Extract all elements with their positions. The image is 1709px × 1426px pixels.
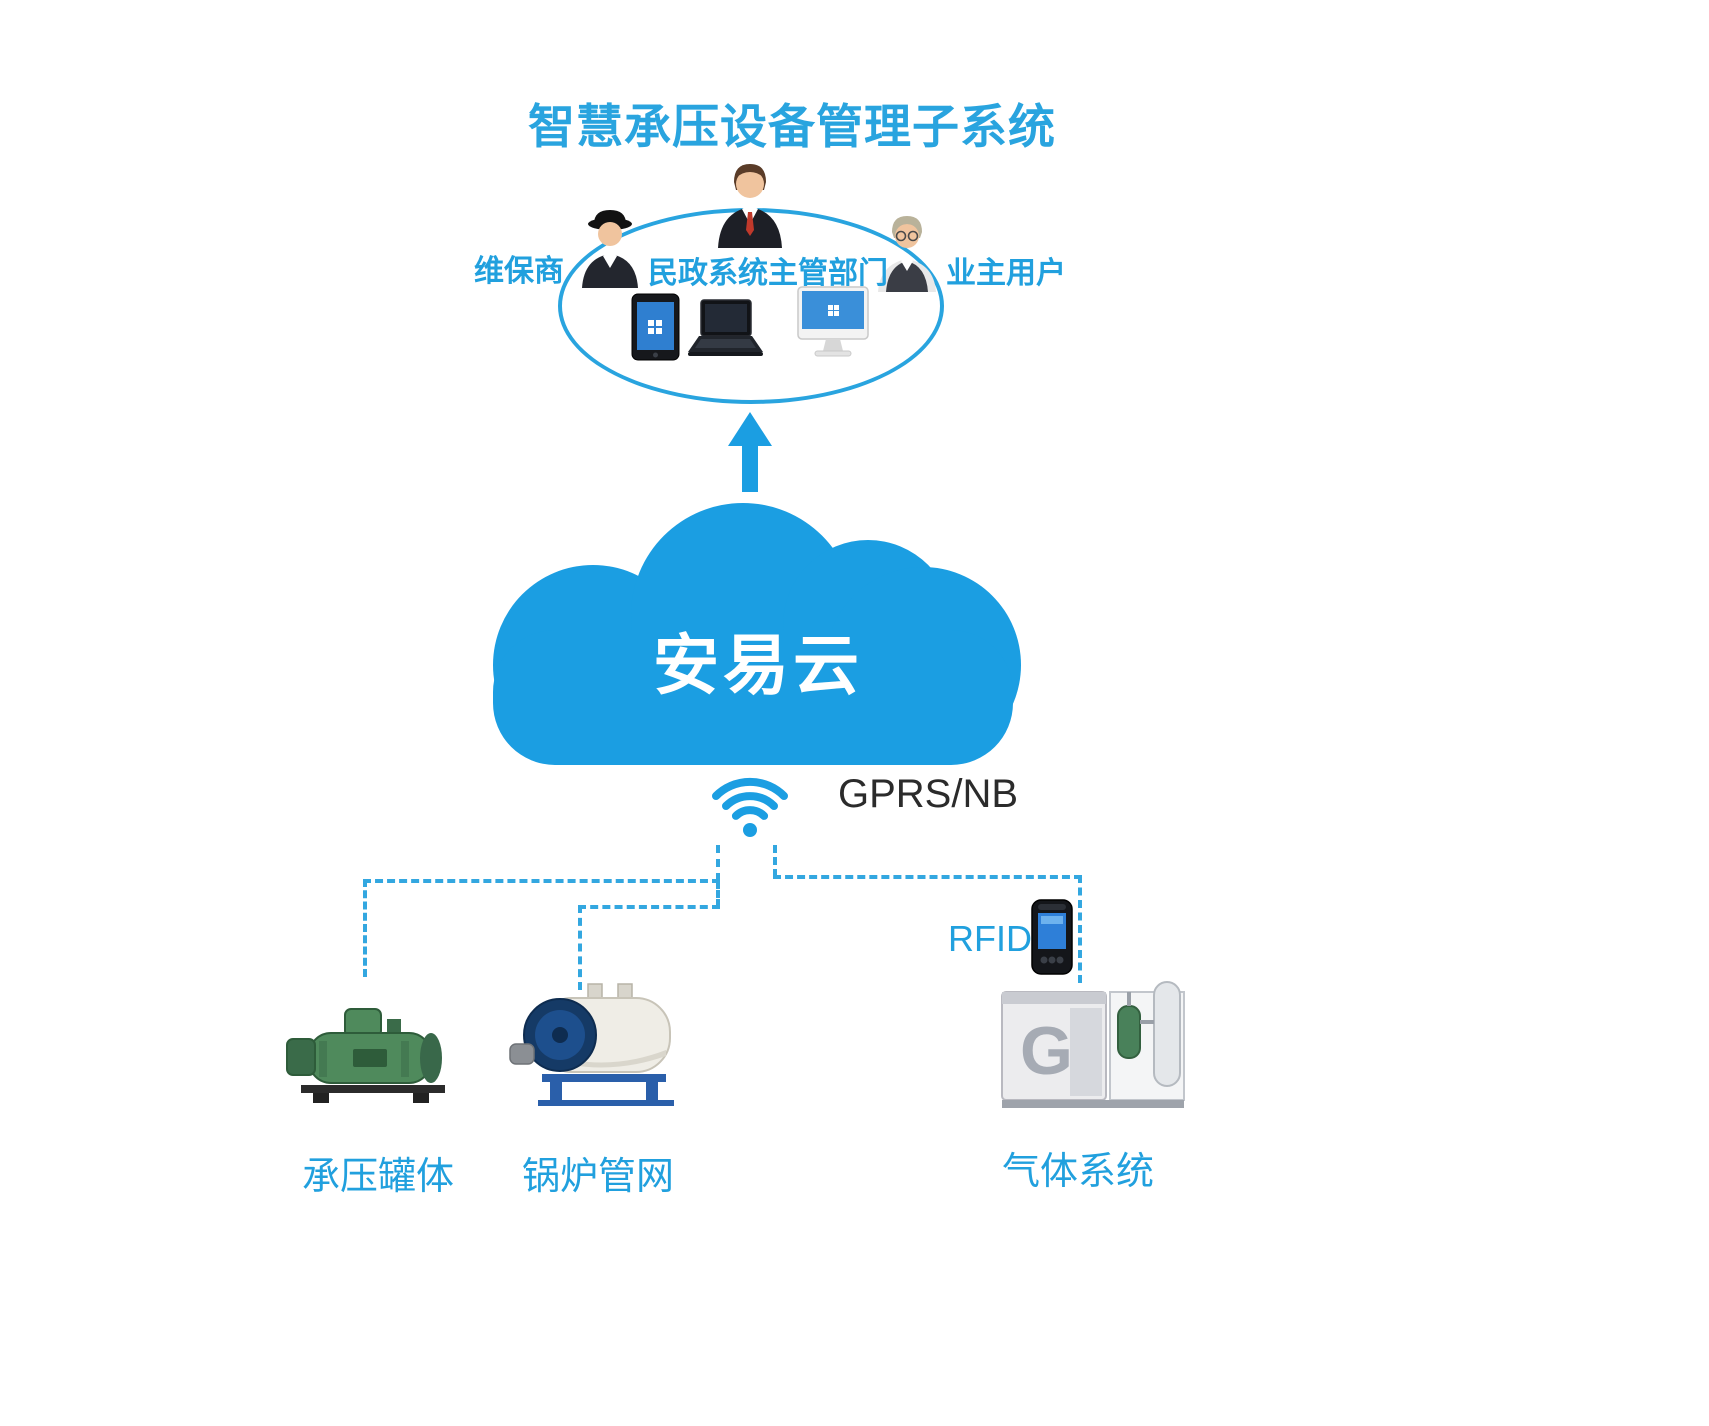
pressure-tank-image bbox=[286, 1008, 445, 1103]
manager-person-icon bbox=[718, 164, 782, 248]
boiler-label: 锅炉管网 bbox=[521, 1156, 674, 1198]
tablet-icon bbox=[631, 293, 680, 361]
tank-label: 承压罐体 bbox=[301, 1156, 454, 1198]
dashed-connector-left-vertical bbox=[363, 879, 367, 977]
maintenance-label: 维保商 bbox=[474, 255, 564, 288]
dashed-connector-mid-stub bbox=[716, 881, 720, 907]
rfid-handheld-icon bbox=[1031, 899, 1073, 975]
diagram-title: 智慧承压设备管理子系统 bbox=[528, 100, 1056, 153]
dashed-connector-mid-vertical bbox=[578, 905, 582, 990]
up-arrow-icon bbox=[728, 412, 772, 446]
laptop-icon bbox=[688, 299, 763, 356]
cloud-shape: 安易云 bbox=[478, 500, 1038, 768]
cloud-label: 安易云 bbox=[653, 628, 863, 702]
dashed-connector-right-horizontal bbox=[773, 875, 1082, 879]
dashed-connector-right-vertical bbox=[1078, 875, 1082, 983]
dashed-connector-mid-horizontal bbox=[578, 905, 720, 909]
rfid-label: RFID bbox=[948, 918, 1032, 959]
maintenance-person-icon bbox=[582, 210, 638, 288]
boiler-image bbox=[509, 983, 674, 1106]
protocol-label: GPRS/NB bbox=[838, 772, 1019, 816]
dashed-connector-right-stub bbox=[773, 845, 777, 877]
up-arrow-shaft bbox=[742, 444, 758, 492]
dashed-connector-center-stub bbox=[716, 845, 720, 881]
svg-text:G: G bbox=[1020, 1013, 1073, 1089]
wifi-signal-icon bbox=[712, 777, 788, 837]
owner-label: 业主用户 bbox=[946, 257, 1066, 290]
authority-label: 民政系统主管部门 bbox=[648, 257, 888, 290]
owner-person-icon bbox=[878, 216, 936, 292]
gas-label: 气体系统 bbox=[1001, 1151, 1154, 1193]
desktop-monitor-icon bbox=[797, 286, 869, 357]
dashed-connector-left-horizontal bbox=[363, 879, 720, 883]
gas-system-image: G bbox=[1001, 981, 1185, 1108]
